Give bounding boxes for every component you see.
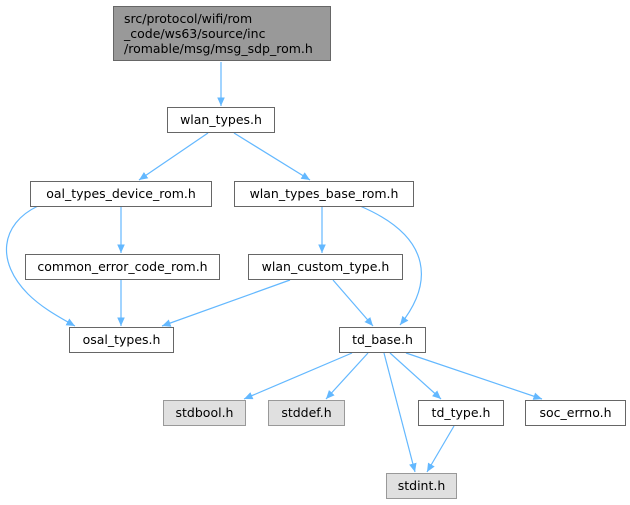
edge-td-base-to-td-type bbox=[389, 352, 442, 400]
edge-wlan-types-base-rom-to-td-base bbox=[359, 205, 422, 326]
edge-wlan-types-to-oal-types-device-rom bbox=[138, 132, 209, 181]
edge-td-base-to-stddef bbox=[325, 352, 369, 400]
edge-wlan-custom-type-to-td-base bbox=[332, 279, 374, 327]
edge-td-base-to-soc-errno bbox=[405, 352, 543, 400]
edge-td-base-to-stdbool bbox=[243, 352, 353, 400]
node-oal-types-device-rom-h[interactable]: oal_types_device_rom.h bbox=[30, 181, 212, 207]
node-osal-types-h[interactable]: osal_types.h bbox=[69, 327, 174, 353]
edge-td-type-to-stdint bbox=[426, 425, 455, 473]
node-common-error-code-rom-h[interactable]: common_error_code_rom.h bbox=[25, 254, 220, 280]
node-stddef-h: stddef.h bbox=[268, 400, 345, 426]
node-soc-errno-h[interactable]: soc_errno.h bbox=[525, 400, 626, 426]
node-td-base-h[interactable]: td_base.h bbox=[339, 327, 426, 353]
node-wlan-types-h[interactable]: wlan_types.h bbox=[167, 107, 275, 133]
node-wlan-custom-type-h[interactable]: wlan_custom_type.h bbox=[248, 254, 403, 280]
node-stdbool-h: stdbool.h bbox=[163, 400, 246, 426]
node-wlan-types-base-rom-h[interactable]: wlan_types_base_rom.h bbox=[234, 181, 414, 207]
edge-wlan-types-to-wlan-types-base-rom bbox=[233, 132, 311, 181]
edge-wlan-custom-type-to-osal-types bbox=[161, 279, 291, 327]
edge-td-base-to-stdint bbox=[383, 352, 417, 473]
edge-oal-types-device-rom-to-osal-types bbox=[6, 205, 76, 327]
node-msg-sdp-rom-h: src/protocol/wifi/rom _code/ws63/source/… bbox=[113, 6, 331, 61]
node-td-type-h[interactable]: td_type.h bbox=[418, 400, 504, 426]
node-stdint-h: stdint.h bbox=[386, 473, 457, 499]
